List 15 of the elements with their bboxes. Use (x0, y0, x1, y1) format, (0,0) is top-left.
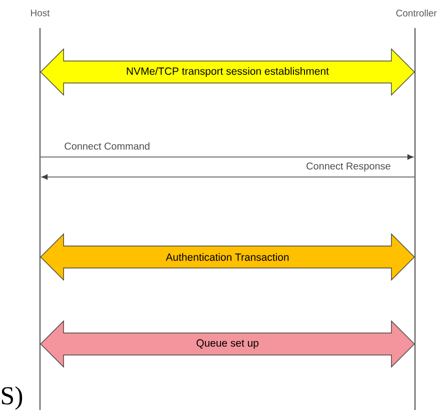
lifeline (39, 28, 41, 410)
lifeline-label: Controller (396, 10, 437, 16)
arrow-label: Authentication Transaction (166, 253, 289, 261)
text-fragment: S) (2, 386, 22, 410)
lifeline-label: Host (31, 10, 50, 16)
edge-label: Connect Response (306, 162, 390, 172)
double-arrow (40, 48, 415, 96)
arrow-label: Queue set up (196, 339, 258, 349)
message-arrow (40, 154, 414, 160)
lifeline (414, 28, 416, 410)
arrow-label: NVMe/TCP transport session establishment (126, 67, 329, 77)
message-arrow (42, 174, 415, 180)
edge-label: Connect Command (64, 142, 150, 150)
double-arrow (40, 320, 415, 368)
double-arrow (40, 233, 415, 281)
